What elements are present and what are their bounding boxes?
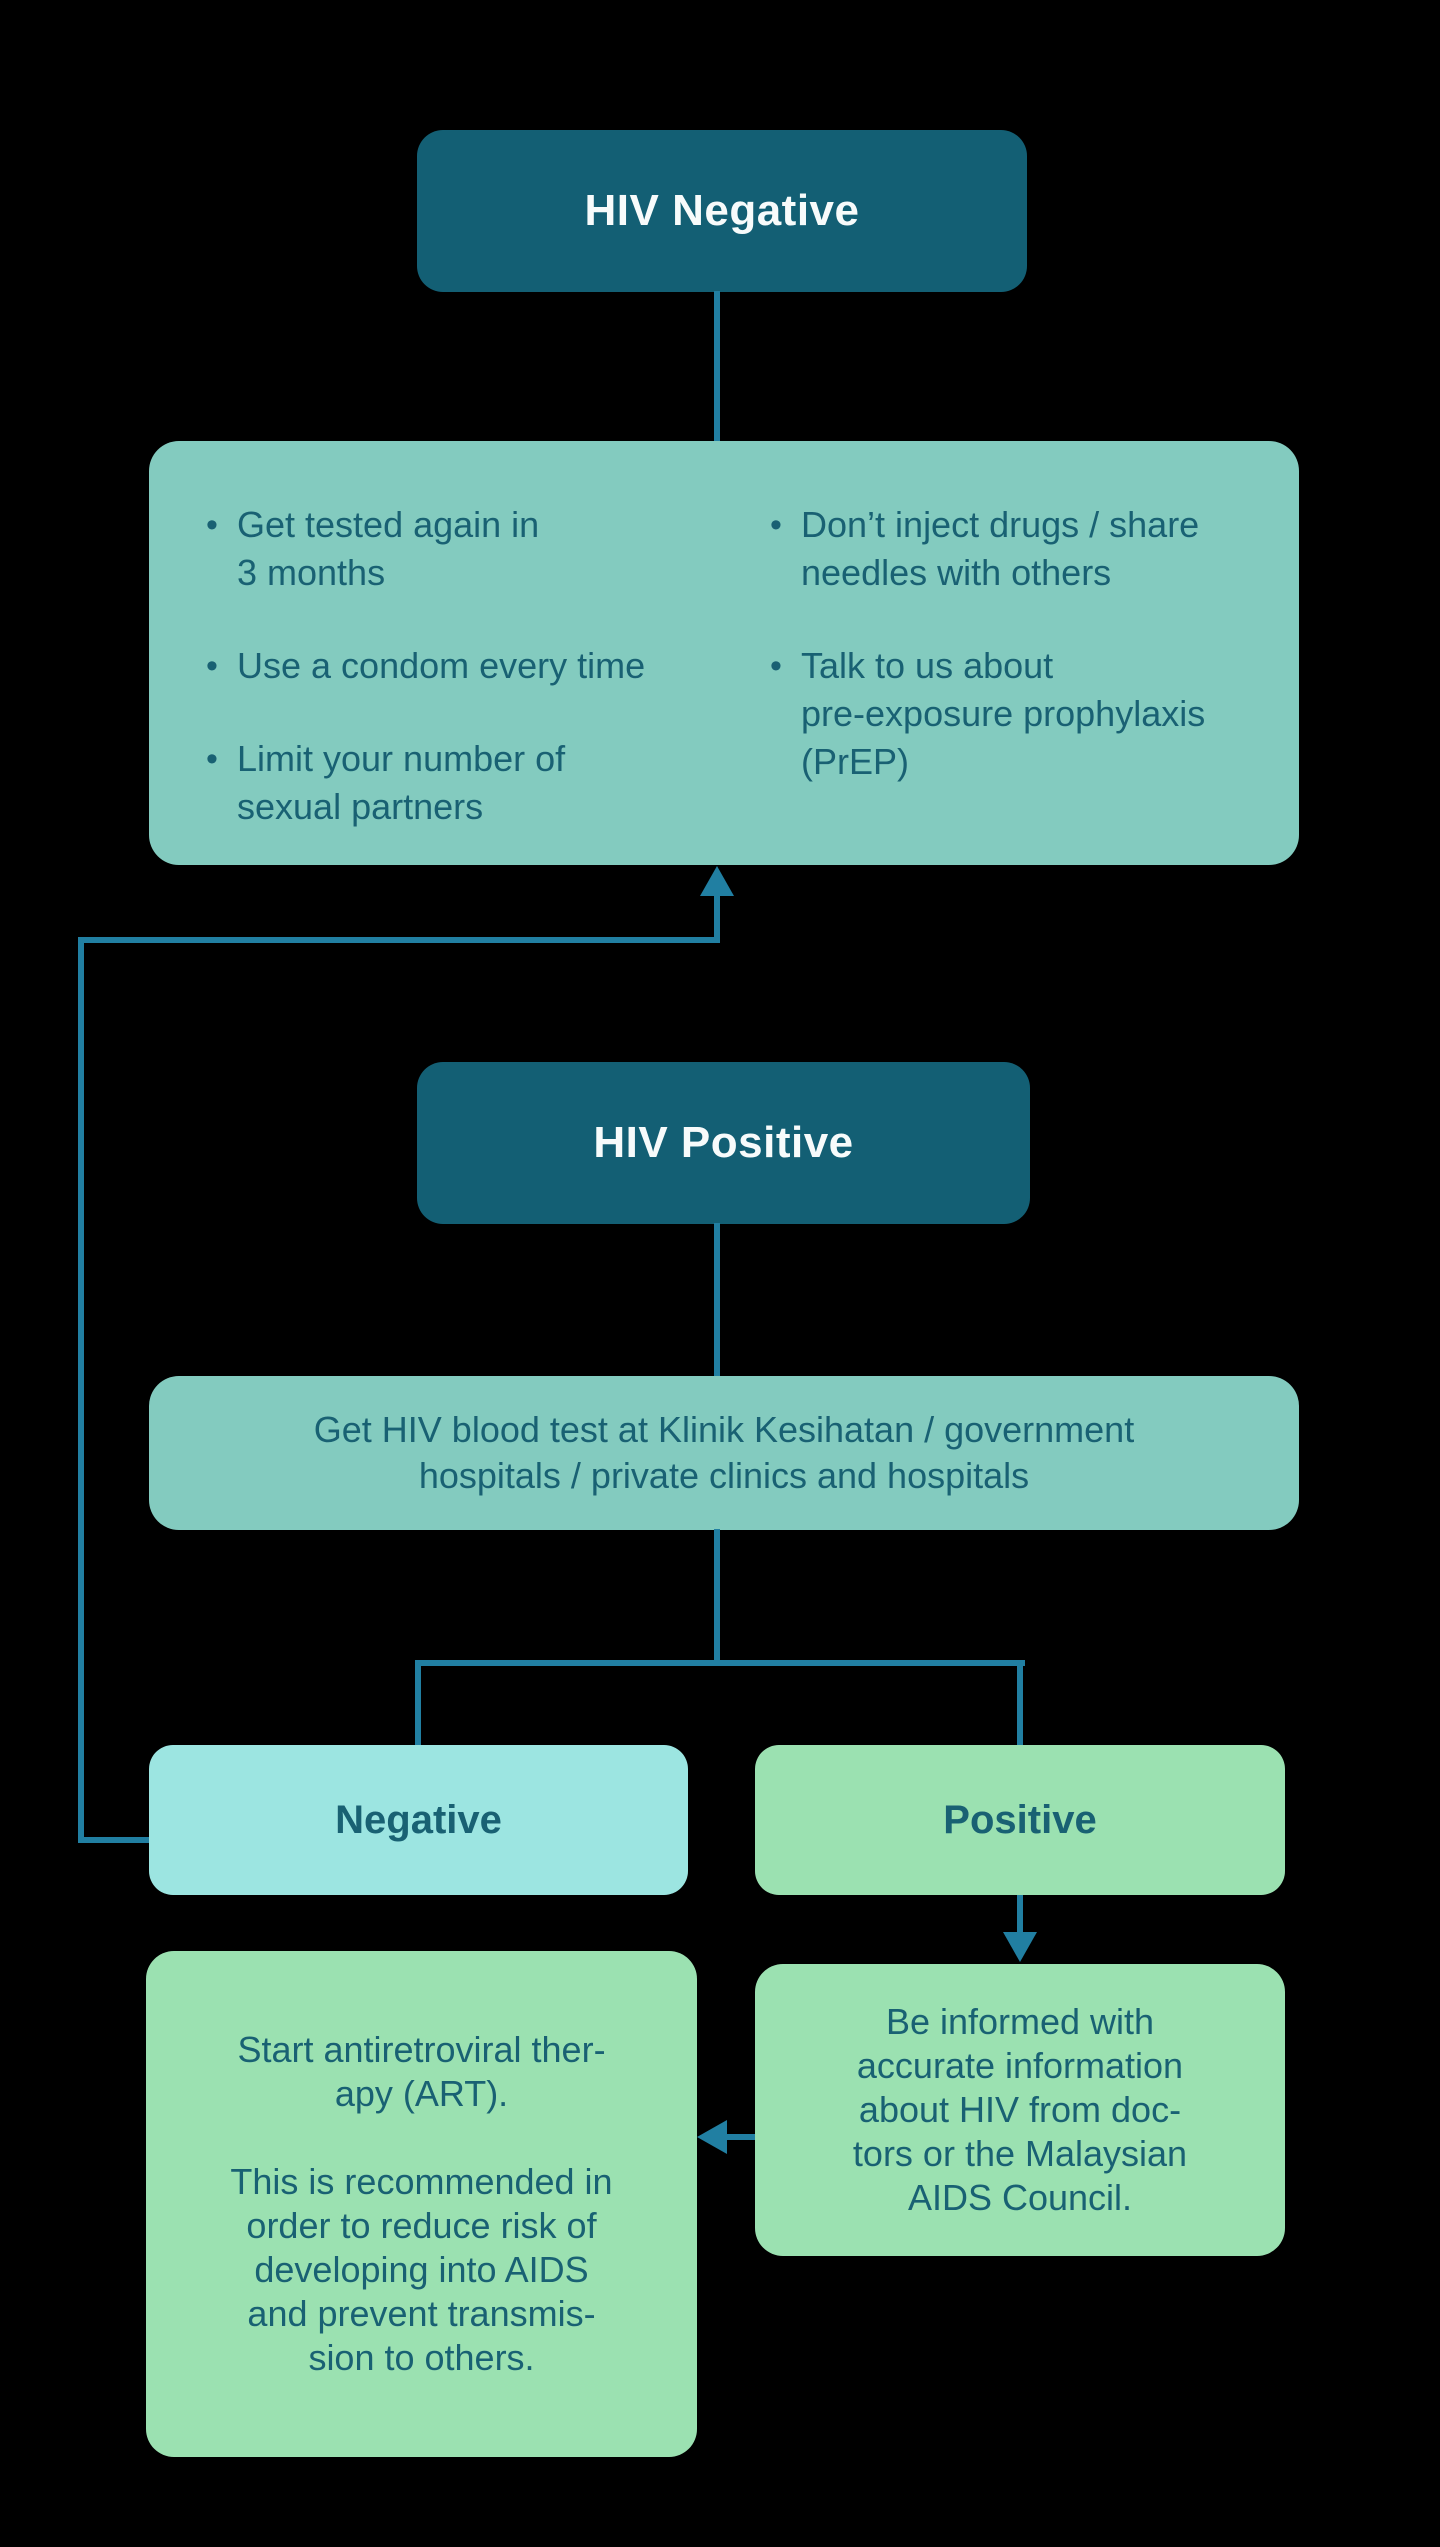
advice-item: • Limit your number of sexual partners (187, 735, 732, 831)
node-result-negative: Negative (149, 1745, 688, 1895)
node-negative-advice: • Get tested again in 3 months • Use a c… (149, 441, 1299, 865)
node-hiv-negative-label: HIV Negative (584, 186, 860, 235)
bullet-icon: • (206, 740, 218, 778)
advice-item-text: Get tested again in 3 months (237, 504, 540, 593)
advice-item-text: Use a condom every time (237, 645, 646, 686)
advice-item: • Talk to us about pre-exposure prophyla… (751, 642, 1296, 786)
connector-positive-beinformed (1017, 1895, 1023, 1937)
arrow-left-icon (697, 2120, 727, 2154)
node-be-informed-text: Be informed with accurate information ab… (852, 2001, 1188, 2218)
arrow-up-icon (700, 866, 734, 896)
bullet-icon: • (206, 647, 218, 685)
branch-stub-negative (415, 1660, 421, 1745)
node-hiv-negative: HIV Negative (417, 130, 1027, 292)
node-hiv-positive: HIV Positive (417, 1062, 1030, 1224)
advice-item-text: Talk to us about pre-exposure prophylaxi… (801, 645, 1206, 782)
node-blood-test-text: Get HIV blood test at Klinik Kesihatan /… (313, 1409, 1135, 1496)
node-start-art: Start antiretroviral ther- apy (ART). Th… (146, 1951, 697, 2457)
bullet-icon: • (206, 506, 218, 544)
advice-item: • Use a condom every time (187, 642, 732, 690)
advice-item-text: Don’t inject drugs / share needles with … (801, 504, 1200, 593)
advice-item: • Get tested again in 3 months (187, 501, 732, 597)
advice-right-column: • Don’t inject drugs / share needles wit… (751, 501, 1296, 831)
node-result-negative-label: Negative (335, 1797, 502, 1842)
node-blood-test: Get HIV blood test at Klinik Kesihatan /… (149, 1376, 1299, 1530)
advice-left-column: • Get tested again in 3 months • Use a c… (187, 501, 732, 876)
advice-item-text: Limit your number of sexual partners (237, 738, 566, 827)
node-hiv-positive-label: HIV Positive (593, 1118, 854, 1167)
arrow-down-icon (1003, 1932, 1037, 1962)
advice-item: • Don’t inject drugs / share needles wit… (751, 501, 1296, 597)
feedback-line-vertical (78, 937, 84, 1843)
branch-line-horizontal (415, 1660, 1025, 1666)
feedback-line-into-negative (78, 1837, 153, 1843)
bullet-icon: • (770, 647, 782, 685)
feedback-line-horizontal (78, 937, 720, 943)
connector-bloodtest-branch (714, 1529, 720, 1663)
node-result-positive-label: Positive (943, 1797, 1097, 1842)
node-be-informed: Be informed with accurate information ab… (755, 1964, 1285, 2256)
connector-hivpositive-bloodtest (714, 1223, 720, 1376)
connector-beinformed-art (724, 2134, 755, 2140)
feedback-line-stub-up (714, 894, 720, 941)
node-result-positive: Positive (755, 1745, 1285, 1895)
bullet-icon: • (770, 506, 782, 544)
branch-stub-positive (1017, 1660, 1023, 1745)
connector-hivnegative-advice (714, 291, 720, 443)
node-start-art-text: Start antiretroviral ther- apy (ART). Th… (230, 2029, 613, 2378)
